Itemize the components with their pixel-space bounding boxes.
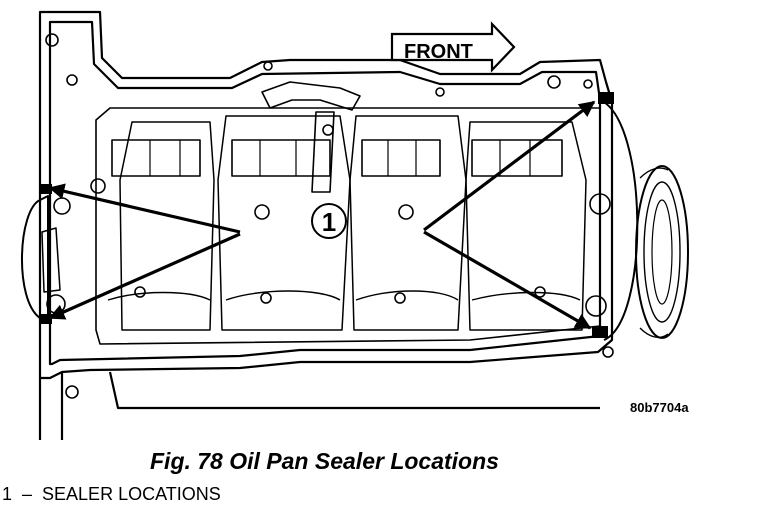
front-label: FRONT [404, 41, 473, 63]
front-arrow: FRONT [390, 21, 516, 73]
callout-number: 1 [322, 207, 336, 237]
inner-gasket [48, 20, 602, 366]
arrow-right-upper [423, 100, 596, 232]
block-outline [38, 10, 614, 380]
image-code: 80b7704a [630, 400, 689, 415]
block-lower-edge [38, 371, 600, 440]
crank-pulley [635, 165, 689, 339]
callout-arrows [48, 100, 596, 330]
sealer-markers [40, 92, 614, 338]
figure-caption: Fig. 78 Oil Pan Sealer Locations [150, 448, 499, 474]
main-cap-4 [465, 121, 587, 331]
main-cap-1 [119, 121, 215, 331]
crankcase-cavity [95, 107, 601, 345]
legend: 1–SEALER LOCATIONS [2, 484, 221, 505]
legend-text: SEALER LOCATIONS [42, 484, 221, 504]
main-cap-3 [349, 115, 467, 331]
arrow-left-lower [48, 232, 241, 320]
callout-1: 1 [311, 203, 347, 239]
oil-pickup-bracket [261, 81, 361, 111]
arrow-left-upper [48, 183, 241, 234]
rear-seal-housing [20, 195, 49, 321]
pan-cutouts [107, 290, 581, 301]
arrow-right-lower [423, 230, 592, 330]
legend-number: 1 [2, 484, 13, 504]
legend-separator: – [22, 484, 33, 504]
engine-block-diagram: 1 FRONT 80b7704a [20, 10, 689, 440]
